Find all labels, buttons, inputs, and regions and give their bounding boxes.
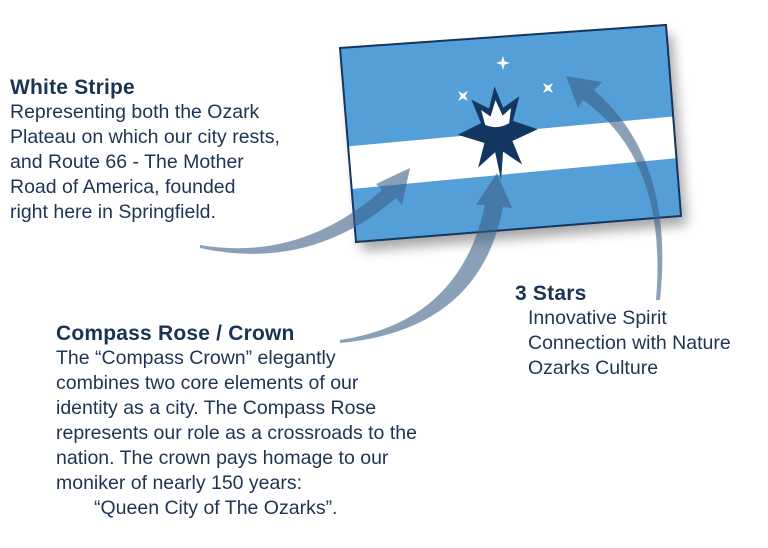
description-line: represents our role as a crossroads to t… xyxy=(56,422,417,444)
description-line: combines two core elements of our xyxy=(56,372,359,394)
description-quote: “Queen City of The Ozarks”. xyxy=(94,497,338,519)
description-line: Plateau on which our city rests, xyxy=(10,126,280,148)
callout-compass-rose: Compass Rose / Crown The “Compass Crown”… xyxy=(56,322,417,521)
star-left-icon xyxy=(458,91,468,101)
description-line: Representing both the Ozark xyxy=(10,101,260,123)
description-line: nation. The crown pays homage to our xyxy=(56,447,389,469)
callout-description: Representing both the Ozark Plateau on w… xyxy=(10,100,280,225)
callout-description: The “Compass Crown” elegantly combines t… xyxy=(56,346,417,521)
crown-icon xyxy=(481,100,512,128)
callout-three-stars: 3 Stars Innovative Spirit Connection wit… xyxy=(515,282,731,381)
callout-title: 3 Stars xyxy=(515,282,587,305)
arrow-white-stripe-icon xyxy=(200,168,410,254)
description-line: Road of America, founded xyxy=(10,176,236,198)
description-line: and Route 66 - The Mother xyxy=(10,151,244,173)
description-line: Connection with Nature xyxy=(528,332,731,354)
description-line: identity as a city. The Compass Rose xyxy=(56,397,377,419)
callout-title: Compass Rose / Crown xyxy=(56,322,295,345)
arrow-compass-icon xyxy=(340,173,512,343)
callout-title: White Stripe xyxy=(10,76,135,99)
flag xyxy=(338,23,683,244)
description-line: right here in Springfield. xyxy=(10,201,216,223)
arrow-stars-icon xyxy=(566,76,663,300)
star-top-icon xyxy=(496,56,510,70)
compass-rose-icon xyxy=(457,86,538,180)
star-right-icon xyxy=(543,83,553,93)
description-line: Ozarks Culture xyxy=(528,357,659,379)
three-stars-icon xyxy=(458,56,553,101)
description-line: The “Compass Crown” elegantly xyxy=(56,347,336,369)
description-line: Innovative Spirit xyxy=(528,307,667,329)
callout-description: Innovative Spirit Connection with Nature… xyxy=(515,306,731,381)
description-line: moniker of nearly 150 years: xyxy=(56,472,303,494)
callout-white-stripe: White Stripe Representing both the Ozark… xyxy=(10,76,280,225)
